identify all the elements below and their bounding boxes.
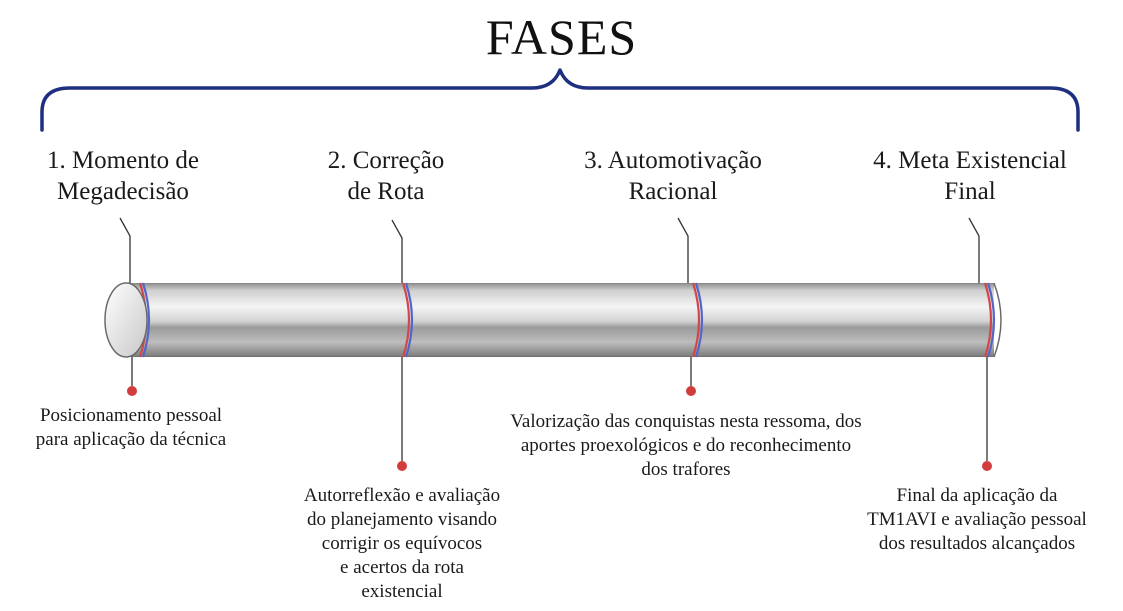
marker-dot-4 — [982, 461, 992, 471]
phase-label-1: 1. Momento de Megadecisão — [18, 145, 228, 207]
diagram-title: FASES — [485, 9, 638, 65]
description-4-line-3: dos resultados alcançados — [878, 533, 1076, 554]
phase-label-2: 2. Correção de Rota — [296, 145, 476, 207]
phase-1-line-2: Megadecisão — [57, 178, 189, 205]
description-3: Valorização das conquistas nesta ressoma… — [436, 410, 936, 482]
phase-1-line-1: 1. Momento de — [46, 147, 200, 174]
description-2: Autorreflexão e avaliação do planejament… — [262, 484, 542, 604]
description-2-line-4: e acertos da rota — [340, 557, 464, 578]
phase-4-line-2: Final — [944, 178, 996, 205]
timeline-tube — [126, 283, 994, 357]
description-3-line-3: dos trafores — [641, 459, 731, 480]
leader-phase-2 — [391, 219, 403, 283]
phase-label-4: 4. Meta Existencial Final — [840, 145, 1100, 207]
description-4: Final da aplicação da TM1AVI e avaliação… — [834, 484, 1120, 556]
leader-phase-3 — [677, 217, 689, 283]
segment-dividers — [138, 282, 996, 358]
description-2-line-2: do planejamento visando — [307, 509, 497, 530]
description-4-line-1: Final da aplicação da — [896, 485, 1058, 506]
marker-dot-1 — [127, 386, 137, 396]
tube-right-end — [993, 282, 1002, 358]
phase-3-line-1: 3. Automotivação — [584, 147, 762, 174]
phase-2-line-1: 2. Correção — [327, 147, 445, 174]
phase-label-3: 3. Automotivação Racional — [548, 145, 798, 207]
phases-bracket — [40, 68, 1080, 132]
phase-2-line-2: de Rota — [347, 178, 425, 205]
description-1-line-2: para aplicação da técnica — [35, 429, 227, 450]
phase-4-line-1: 4. Meta Existencial — [873, 147, 1067, 174]
phase-3-line-2: Racional — [628, 178, 718, 205]
description-3-line-2: aportes proexológicos e do reconheciment… — [520, 435, 852, 456]
description-2-line-5: existencial — [361, 581, 443, 602]
description-3-line-1: Valorização das conquistas nesta ressoma… — [510, 411, 862, 432]
marker-dot-2 — [397, 461, 407, 471]
description-4-line-2: TM1AVI e avaliação pessoal — [867, 509, 1087, 530]
description-2-line-3: corrigir os equívocos — [321, 533, 483, 554]
description-1: Posicionamento pessoal para aplicação da… — [0, 404, 262, 452]
leader-phase-4 — [968, 217, 980, 283]
leader-phase-1 — [119, 217, 131, 283]
marker-dot-3 — [686, 386, 696, 396]
description-1-line-1: Posicionamento pessoal — [39, 405, 223, 426]
description-2-line-1: Autorreflexão e avaliação — [303, 485, 501, 506]
tube-left-cap — [104, 282, 148, 358]
